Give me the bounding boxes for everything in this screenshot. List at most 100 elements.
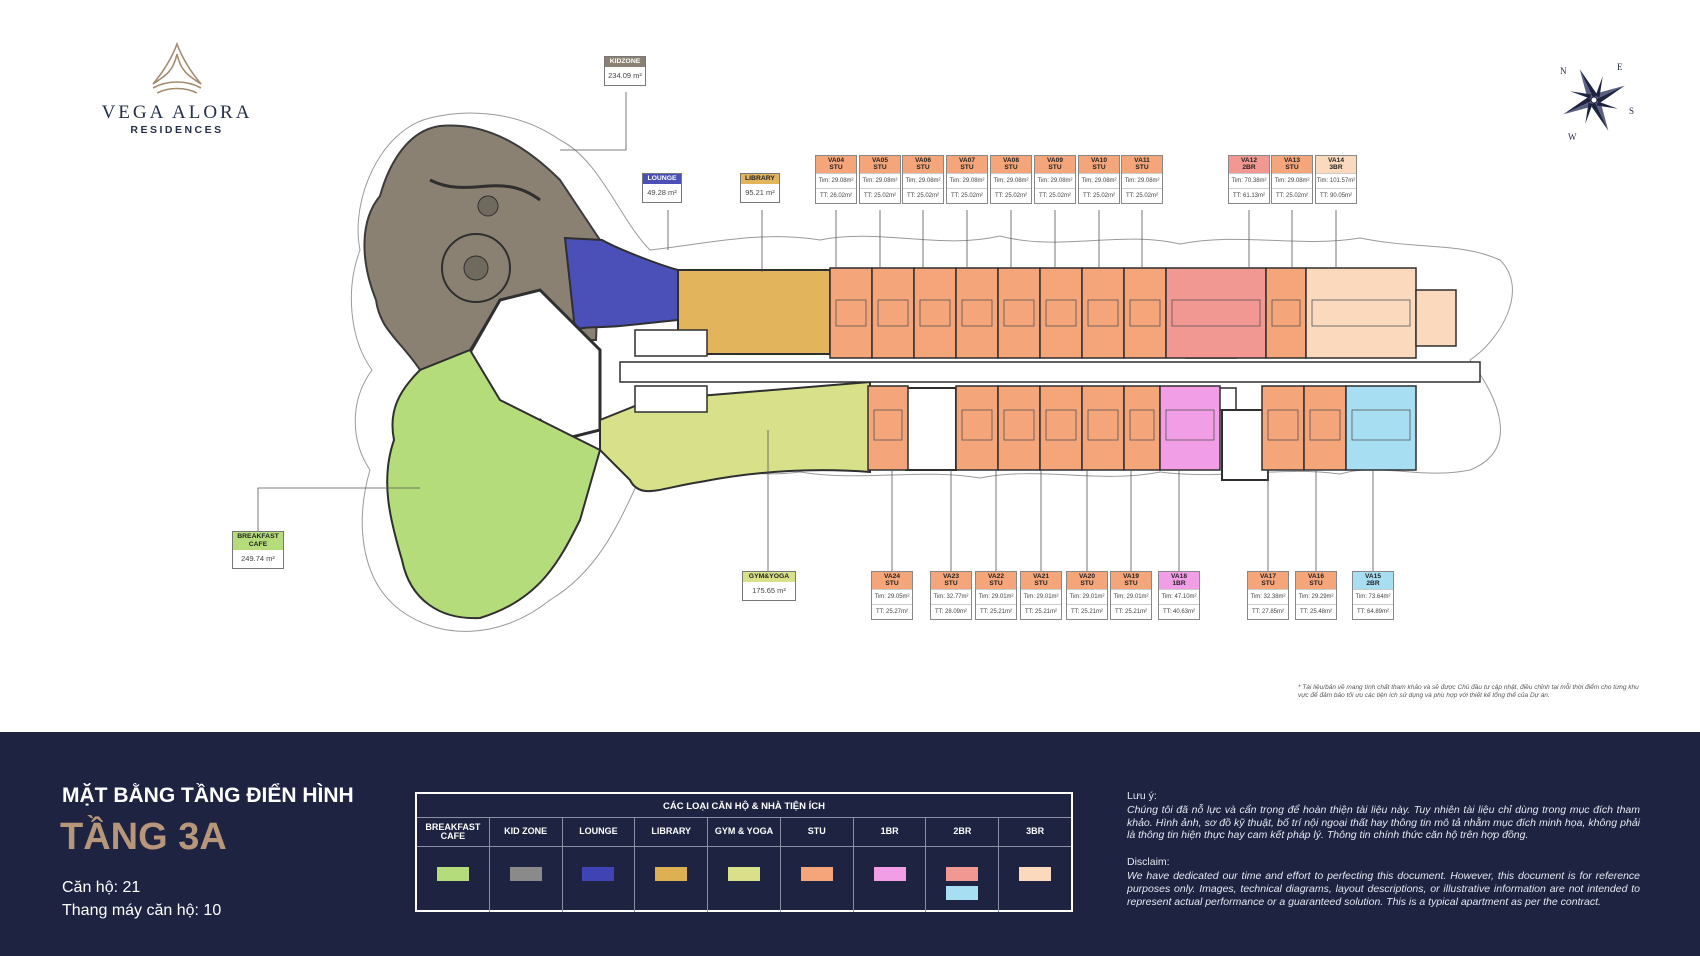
info-band: MẶT BẰNG TẦNG ĐIỂN HÌNH TẦNG 3A Căn hộ: … [0, 732, 1700, 956]
unit-area-tt: TT: 25.02m² [1122, 187, 1162, 203]
unit-area-tt: TT: 64.89m² [1353, 603, 1393, 619]
unit-plan-va04[interactable] [829, 267, 873, 359]
unit-type: STU [1092, 164, 1106, 172]
unit-area-tim: Tim: 29.08m² [947, 172, 987, 188]
unit-area-tt: TT: 25.02m² [903, 187, 943, 203]
unit-code: VA23 [942, 573, 959, 580]
unit-area-tt: TT: 27.85m² [1248, 603, 1288, 619]
unit-code: VA07 [958, 157, 975, 164]
legend-label: 3BR [999, 818, 1072, 847]
unit-area-tim: Tim: 70.38m² [1229, 172, 1269, 188]
unit-area-tt: TT: 25.02m² [1079, 187, 1119, 203]
unit-area-tt: TT: 25.21m² [1067, 603, 1107, 619]
library-label: LIBRARY 95.21 m² [740, 173, 780, 204]
legend-col: KID ZONE [489, 818, 563, 912]
unit-code: VA04 [827, 157, 844, 164]
unit-code: VA19 [1122, 573, 1139, 580]
unit-plan-va08[interactable] [997, 267, 1041, 359]
unit-plan-va16[interactable] [1303, 385, 1347, 471]
unit-count: Căn hộ: 21 [62, 879, 141, 896]
unit-code: VA20 [1078, 573, 1095, 580]
floor-plan [257, 92, 1513, 632]
legend-col: 3BR [999, 818, 1072, 912]
unit-plan-va24[interactable] [867, 385, 909, 471]
unit-area-tim: Tim: 47.10m² [1159, 588, 1199, 604]
compass-e: E [1617, 62, 1623, 72]
unit-area-tt: TT: 40.63m² [1159, 603, 1199, 619]
unit-plan-va07[interactable] [955, 267, 999, 359]
unit-area-tim: Tim: 29.01m² [1067, 588, 1107, 604]
unit-type: 1BR [1172, 580, 1186, 588]
unit-area-tim: Tim: 29.08m² [1122, 172, 1162, 188]
unit-plan-va22[interactable] [997, 385, 1041, 471]
gym-label: GYM&YOGA 175.65 m² [742, 571, 796, 602]
unit-type: STU [1285, 164, 1299, 172]
unit-code: VA24 [883, 573, 900, 580]
unit-plan-va15[interactable] [1345, 385, 1417, 471]
unit-plan-va12[interactable] [1165, 267, 1267, 359]
legend-label: 1BR [853, 818, 926, 847]
legend-swatch [946, 867, 979, 881]
unit-plan-va10[interactable] [1081, 267, 1125, 359]
unit-type: STU [1309, 580, 1323, 588]
unit-type: STU [885, 580, 899, 588]
unit-type: 3BR [1329, 164, 1343, 172]
legend-col: BREAKFAST CAFE [417, 818, 490, 912]
unit-area-tim: Tim: 73.64m² [1353, 588, 1393, 604]
unit-code: VA06 [914, 157, 931, 164]
legend-label: STU [780, 818, 853, 847]
unit-plan-va17[interactable] [1261, 385, 1305, 471]
unit-area-tt: TT: 25.02m² [1035, 187, 1075, 203]
unit-type: STU [829, 164, 843, 172]
unit-code: VA12 [1240, 157, 1257, 164]
unit-area-tt: TT: 25.48m² [1296, 603, 1336, 619]
unit-type: STU [916, 164, 930, 172]
unit-type: STU [1004, 164, 1018, 172]
unit-plan-va23[interactable] [955, 385, 999, 471]
legend-col: LOUNGE [562, 818, 636, 912]
legend-swatch [873, 867, 906, 881]
legend-table: CÁC LOẠI CĂN HỘ & NHÀ TIỆN ÍCH BREAKFAST… [415, 792, 1073, 912]
unit-area-tim: Tim: 29.08m² [1035, 172, 1075, 188]
unit-plan-va20[interactable] [1081, 385, 1125, 471]
unit-plan-va14[interactable] [1305, 267, 1417, 359]
unit-plan-va18[interactable] [1159, 385, 1221, 471]
unit-area-tim: Tim: 29.05m² [872, 588, 912, 604]
legend-swatch [728, 867, 761, 881]
unit-area-tt: TT: 25.02m² [1272, 187, 1312, 203]
notes-en-head: Disclaim: [1127, 856, 1170, 869]
unit-type: STU [960, 164, 974, 172]
unit-plan-va11[interactable] [1123, 267, 1167, 359]
unit-plan-va09[interactable] [1039, 267, 1083, 359]
unit-area-tt: TT: 28.09m² [931, 603, 971, 619]
unit-area-tim: Tim: 29.01m² [1021, 588, 1061, 604]
legend-label: BREAKFAST CAFE [417, 818, 489, 847]
logo-mark-icon [152, 42, 202, 94]
unit-type: STU [873, 164, 887, 172]
legend-col: LIBRARY [635, 818, 709, 912]
notes-vi-head: Lưu ý: [1127, 790, 1157, 802]
legend-swatch [1019, 867, 1052, 881]
legend-label: LOUNGE [562, 818, 635, 847]
legend-col: 2BR [926, 818, 1000, 912]
unit-area-tim: Tim: 29.01m² [1111, 588, 1151, 604]
unit-code: VA15 [1364, 573, 1381, 580]
unit-code: VA22 [987, 573, 1004, 580]
unit-plan-va05[interactable] [871, 267, 915, 359]
unit-area-tim: Tim: 29.08m² [991, 172, 1031, 188]
unit-type: STU [1124, 580, 1138, 588]
unit-type: STU [1080, 580, 1094, 588]
unit-plan-va19[interactable] [1123, 385, 1161, 471]
compass-n: N [1560, 66, 1567, 76]
legend-col: GYM & YOGA [708, 818, 781, 912]
unit-area-tt: TT: 25.21m² [1021, 603, 1061, 619]
unit-area-tim: Tim: 29.29m² [1296, 588, 1336, 604]
unit-area-tt: TT: 26.02m² [816, 187, 856, 203]
